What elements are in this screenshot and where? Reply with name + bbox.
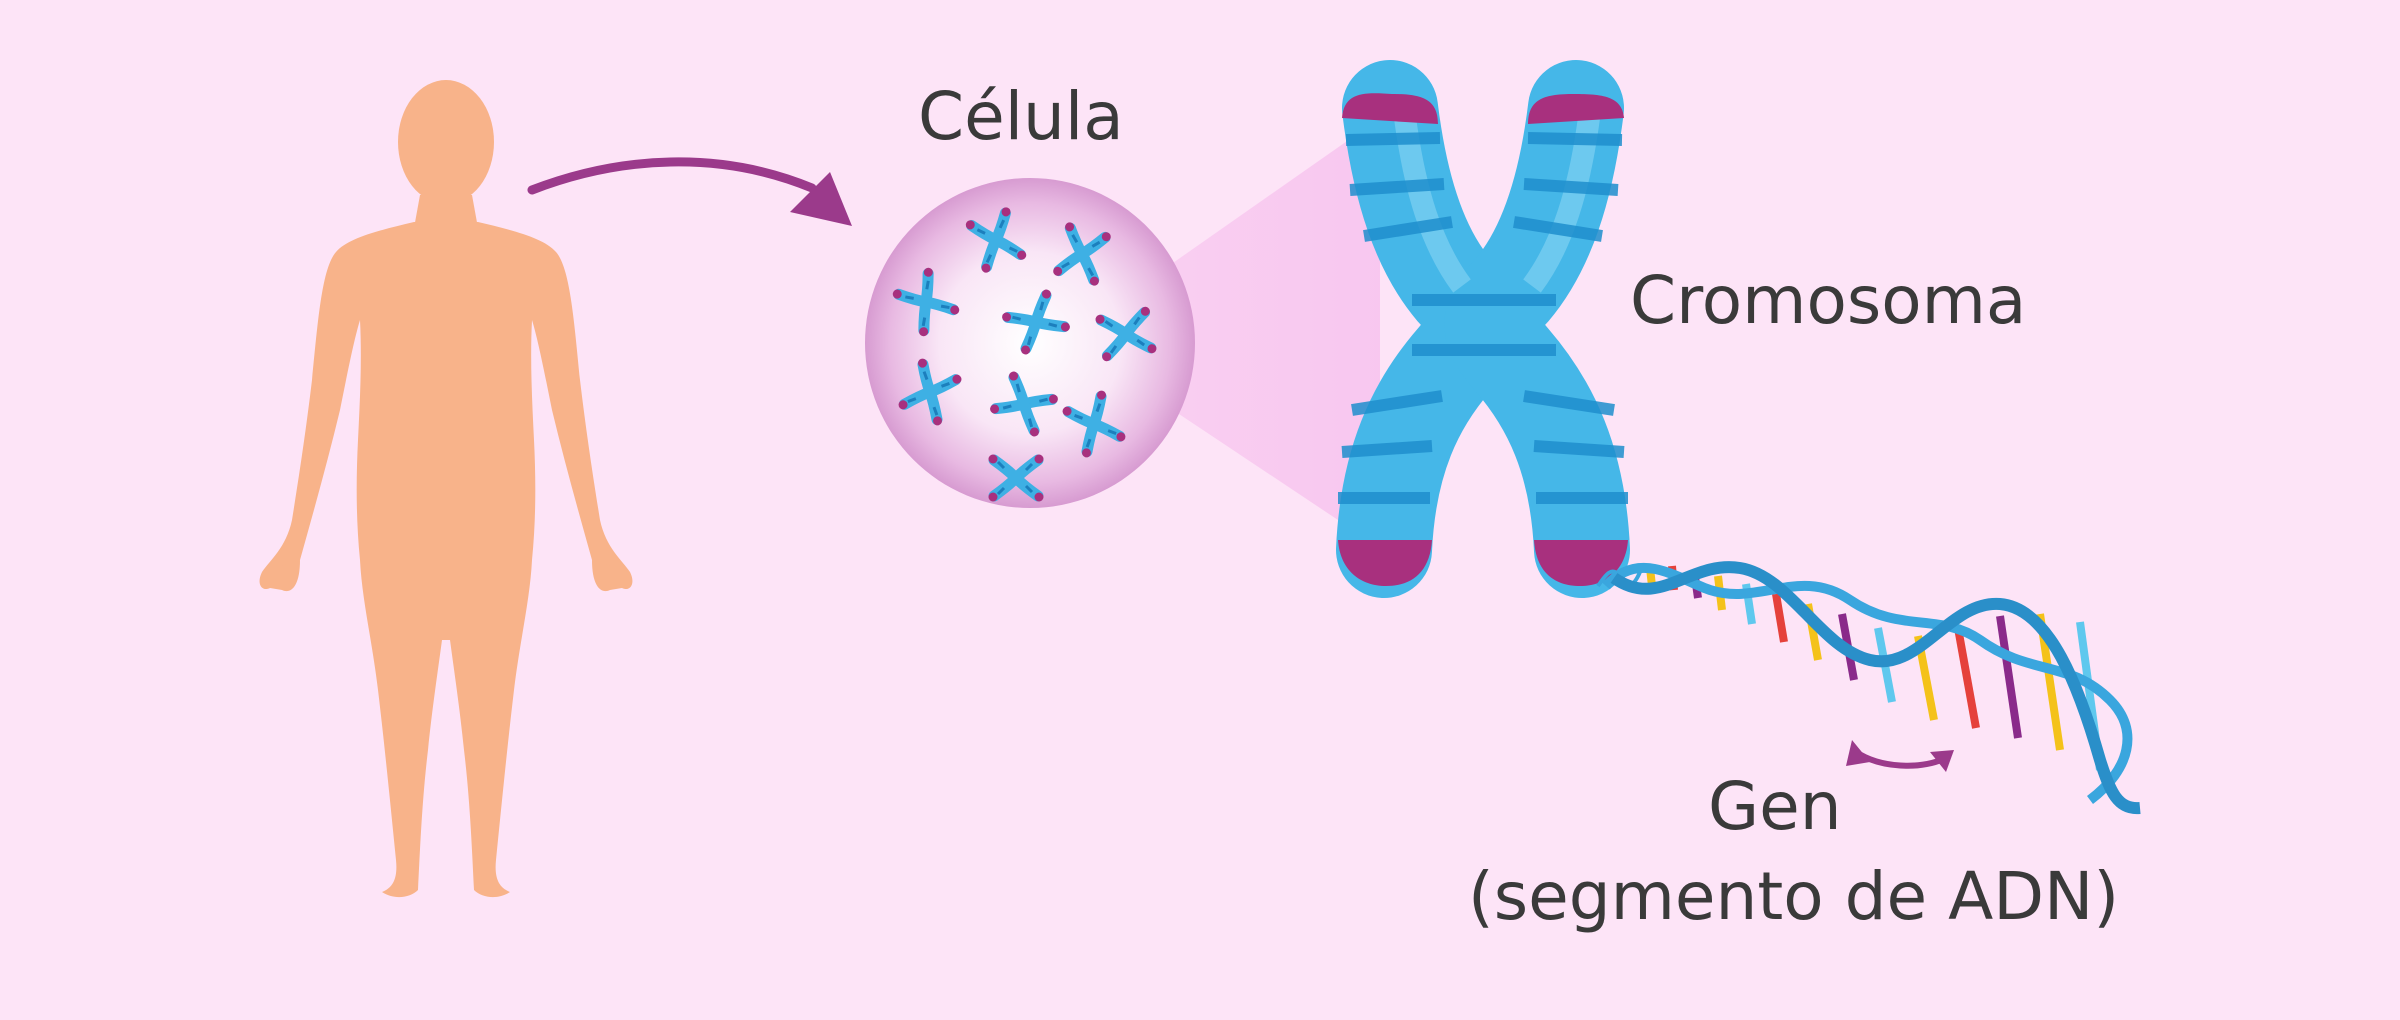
gene-label: Gen bbox=[1708, 768, 1842, 845]
cell-label: Célula bbox=[918, 78, 1124, 155]
chromosome-label: Cromosoma bbox=[1630, 262, 2027, 339]
chromosome-icon bbox=[1336, 60, 1630, 598]
gene-detail-label: (segmento de ADN) bbox=[1468, 858, 2120, 935]
cell-icon bbox=[865, 178, 1195, 508]
dna-helix-icon bbox=[1596, 561, 2141, 815]
arrow-to-cell-icon bbox=[527, 157, 852, 226]
human-silhouette-icon bbox=[259, 80, 633, 898]
zoom-cone bbox=[1080, 118, 1380, 548]
